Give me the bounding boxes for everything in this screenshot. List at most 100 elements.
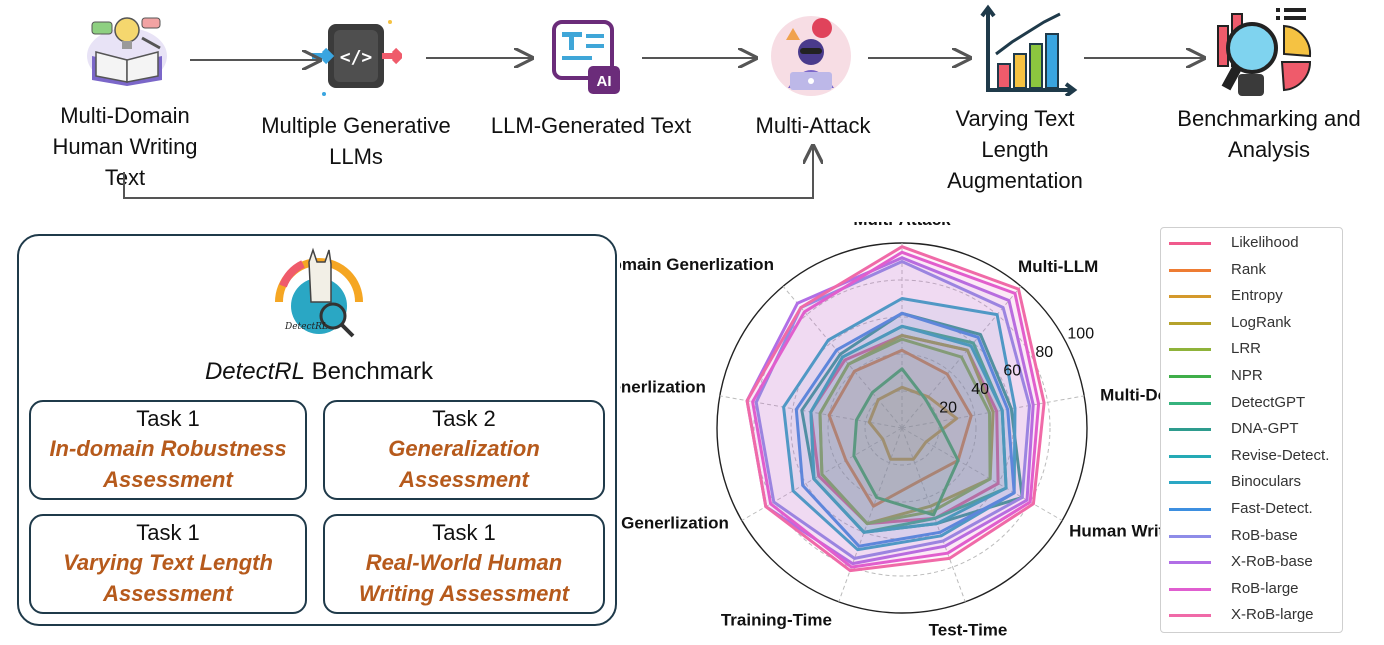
task-name-line: Assessment <box>103 581 233 606</box>
hacker-icon <box>766 10 856 96</box>
benchmark-title: DetectRL Benchmark <box>19 358 619 386</box>
writing-book-icon <box>82 8 172 88</box>
legend-label: Entropy <box>1231 287 1283 305</box>
grid-spoke <box>901 427 1063 521</box>
step-label-benchmarking: Benchmarking and Analysis <box>1166 103 1372 165</box>
legend-label: Revise-Detect. <box>1231 446 1330 464</box>
legend-swatch <box>1169 321 1211 325</box>
step-label-line: Benchmarking and <box>1177 106 1361 131</box>
task-name-line: Assessment <box>103 467 233 492</box>
legend-label: X-RoB-large <box>1231 606 1314 624</box>
axis-label: Human Writing <box>1069 522 1160 541</box>
series-binoculars <box>782 297 1017 552</box>
legend-item: DNA-GPT <box>1169 418 1339 438</box>
task-title: Task 1 <box>136 406 200 431</box>
skip-arrow <box>123 146 813 199</box>
step-label-multi-attack: Multi-Attack <box>728 110 898 141</box>
radial-tick-label: 40 <box>971 381 989 398</box>
step-label-generative-llms: Multiple Generative LLMs <box>245 110 467 172</box>
radar-chart: 20406080100Multi-AttackMulti-LLMMulti-Do… <box>620 222 1160 639</box>
series-x-rob-large <box>745 245 1046 573</box>
legend-swatch <box>1169 454 1211 458</box>
step-label-line: Varying Text Length <box>955 106 1075 162</box>
legend-label: Likelihood <box>1231 234 1299 251</box>
legend-item: RoB-base <box>1169 525 1339 545</box>
axis-label: Multi-Domain <box>1100 385 1160 404</box>
task-title: Task 2 <box>432 406 496 431</box>
step-label-line: Human Writing Text <box>52 134 198 190</box>
legend-item: LRR <box>1169 338 1339 358</box>
task-name-line: Assessment <box>399 467 529 492</box>
task-title: Task 1 <box>432 520 496 545</box>
benchmark-title-rest: Benchmark <box>304 358 434 385</box>
step-label-llm-generated-text: LLM-Generated Text <box>480 110 702 141</box>
legend-swatch <box>1169 561 1211 565</box>
legend-swatch <box>1169 428 1211 432</box>
legend-label: NPR <box>1231 367 1263 384</box>
legend-swatch <box>1169 401 1211 405</box>
task-name-line: Real-World Human <box>365 550 563 575</box>
step-label-line: Augmentation <box>947 168 1083 193</box>
series-fast-detect- <box>794 311 1016 548</box>
radial-tick-label: 80 <box>1035 344 1053 361</box>
svg-text:</>: </> <box>340 47 373 68</box>
legend-item: LogRank <box>1169 312 1339 332</box>
grid-ring <box>827 353 977 503</box>
grid-ring <box>864 390 940 466</box>
benchmark-title-italic: DetectRL <box>204 358 305 385</box>
series-entropy <box>867 385 959 461</box>
step-label-line: Multi-Domain <box>60 103 190 128</box>
legend-label: Fast-Detect. <box>1231 500 1313 517</box>
legend-item: X-RoB-base <box>1169 551 1339 571</box>
legend-swatch <box>1169 614 1211 618</box>
legend-label: DetectGPT <box>1231 393 1306 411</box>
bar-growth-chart-icon <box>978 4 1078 98</box>
legend-label: RoB-large <box>1231 579 1299 597</box>
step-label-line: LLM-Generated Text <box>490 113 692 138</box>
detectrl-logo: DetectRL <box>273 242 365 342</box>
legend-swatch <box>1169 534 1211 538</box>
radial-tick-label: 20 <box>939 400 957 417</box>
series-rank <box>827 348 973 508</box>
axis-label: Domain Generlization <box>620 255 774 274</box>
legend-label: LRR <box>1231 340 1262 358</box>
task-name-line: In-domain Robustness <box>49 436 287 461</box>
task-card-2: Task 2 Generalization Assessment <box>323 400 605 500</box>
step-label-varying-length: Varying Text Length Augmentation <box>920 103 1110 196</box>
legend-item: X-RoB-large <box>1169 604 1339 624</box>
legend-swatch <box>1169 375 1211 378</box>
axis-label: Multi-Attack <box>853 222 951 229</box>
legend-label: RoB-base <box>1231 526 1298 544</box>
legend-item: DetectGPT <box>1169 392 1339 412</box>
task-name-line: Generalization <box>388 436 540 461</box>
task-card-4: Task 1 Real-World Human Writing Assessme… <box>323 514 605 614</box>
radial-tick-label: 100 <box>1067 326 1094 343</box>
step-label-line: Analysis <box>1228 137 1310 162</box>
axis-label: LLM Generlization <box>620 377 706 396</box>
ai-text-document-icon: AI <box>550 18 624 98</box>
task-name-line: Varying Text Length <box>63 550 273 575</box>
detectrl-logo-text: DetectRL <box>285 322 328 332</box>
legend-item: NPR <box>1169 365 1339 385</box>
legend-label: Rank <box>1231 260 1267 278</box>
series-revise-detect- <box>809 324 1008 534</box>
svg-text:AI: AI <box>597 73 612 90</box>
task-card-1: Task 1 In-domain Robustness Assessment <box>29 400 307 500</box>
series-rob-large <box>751 250 1041 569</box>
task-title: Task 1 <box>136 520 200 545</box>
legend-swatch <box>1169 508 1211 511</box>
legend-swatch <box>1169 348 1211 352</box>
step-label-line: Multi-Attack <box>755 113 871 138</box>
analysis-magnifier-icon <box>1214 4 1314 104</box>
series-x-rob-base <box>745 256 1035 566</box>
legend-item: Rank <box>1169 259 1339 279</box>
grid-spoke <box>838 427 903 603</box>
task-name-line: Writing Assessment <box>358 581 570 606</box>
legend-swatch <box>1169 268 1211 272</box>
benchmark-panel: DetectRL DetectRL Benchmark Task 1 In-do… <box>17 234 617 626</box>
legend-swatch <box>1169 481 1211 485</box>
series-npr <box>852 367 960 517</box>
legend-item: Entropy <box>1169 285 1339 305</box>
grid-ring <box>753 279 1051 577</box>
